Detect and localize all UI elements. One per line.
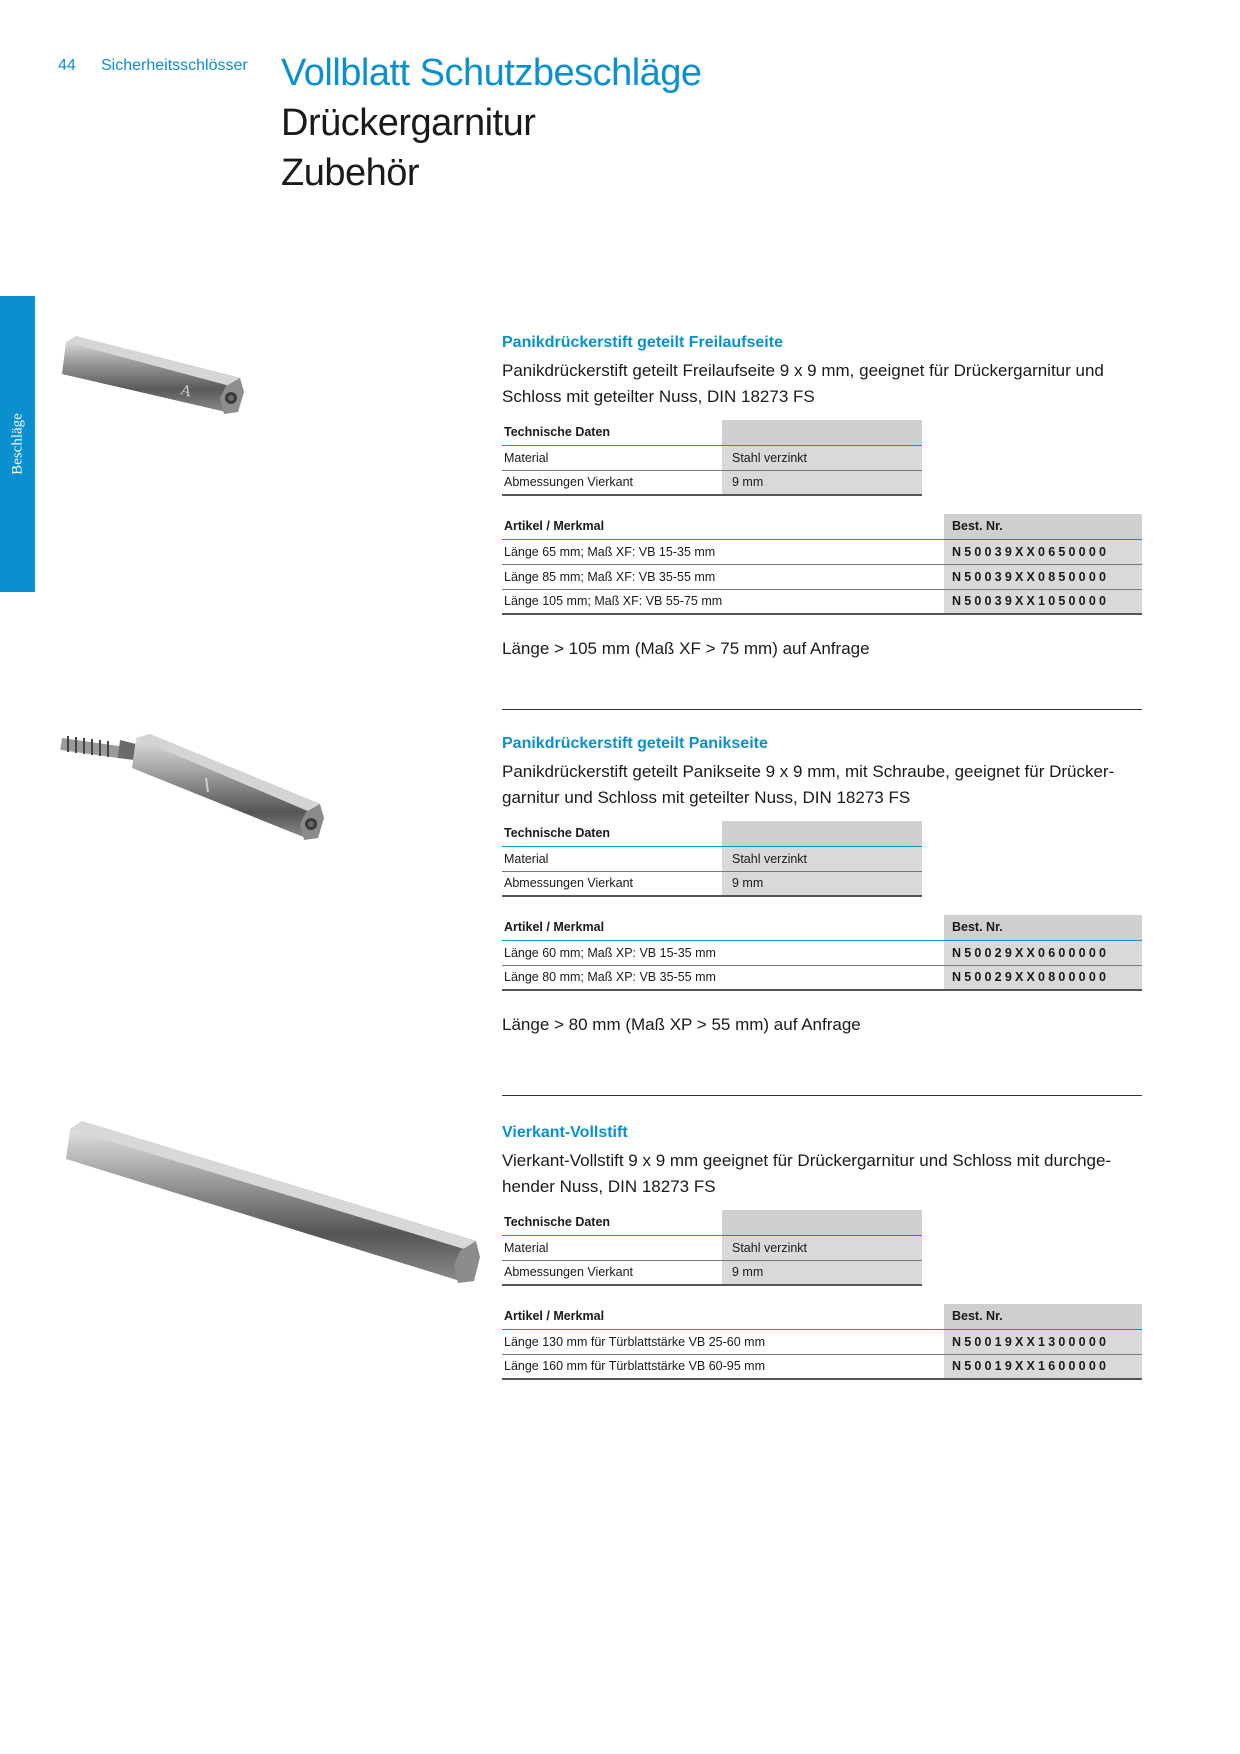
availability-note: Länge > 80 mm (Maß XP > 55 mm) auf Anfra… [502,1015,861,1034]
tech-value: 9 mm [722,470,922,496]
product-title: Panikdrückerstift geteilt Panikseite [502,735,768,752]
article-code[interactable]: N50019XX1600000 [944,1354,1142,1380]
article-code[interactable]: N50039XX1050000 [944,589,1142,615]
table-row: Länge 105 mm; Maß XF: VB 55-75 mm N50039… [502,589,1142,615]
tech-label: Material [502,846,722,872]
article-header-right: Best. Nr. [944,1304,1142,1330]
article-label: Länge 60 mm; Maß XP: VB 15-35 mm [502,940,944,966]
side-tab[interactable]: Beschläge [0,296,35,592]
tech-header: Technische Daten [502,1210,722,1236]
page-subtitle-2: Zubehör [281,152,420,194]
section-divider [502,709,1142,710]
tech-value: Stahl verzinkt [722,1235,922,1261]
product-section-freilaufseite: Panikdrückerstift geteilt Freilaufseite … [502,332,1142,659]
tech-data-table: Technische Daten Material Stahl verzinkt… [502,420,922,496]
product-image-freilaufseite: A [62,336,244,414]
article-code[interactable]: N50029XX0800000 [944,965,1142,991]
tech-label: Abmessungen Vierkant [502,470,722,496]
product-description: Vierkant-Vollstift 9 x 9 mm geeignet für… [502,1151,1112,1196]
product-section-vierkant-vollstift: Vierkant-Vollstift Vierkant-Vollstift 9 … [502,1122,1142,1380]
tech-header: Technische Daten [502,420,722,446]
svg-text:A: A [178,382,194,400]
product-description: Panikdrückerstift geteilt Panikseite 9 x… [502,762,1115,807]
article-code[interactable]: N50039XX0850000 [944,564,1142,590]
tech-label: Abmessungen Vierkant [502,1260,722,1286]
table-row: Länge 80 mm; Maß XP: VB 35-55 mm N50029X… [502,965,1142,991]
tech-data-table: Technische Daten Material Stahl verzinkt… [502,821,922,897]
table-row: Länge 65 mm; Maß XF: VB 15-35 mm N50039X… [502,539,1142,565]
product-section-panikseite: Panikdrückerstift geteilt Panikseite Pan… [502,733,1142,1035]
product-image-panikseite [60,734,324,840]
article-table: Artikel / Merkmal Best. Nr. Länge 60 mm;… [502,915,1142,991]
article-header-left: Artikel / Merkmal [502,915,944,941]
product-description: Panikdrückerstift geteilt Freilaufseite … [502,361,1104,406]
product-title: Panikdrückerstift geteilt Freilaufseite [502,334,783,351]
tech-value: Stahl verzinkt [722,445,922,471]
article-header-right: Best. Nr. [944,915,1142,941]
article-header-left: Artikel / Merkmal [502,514,944,540]
article-table: Artikel / Merkmal Best. Nr. Länge 130 mm… [502,1304,1142,1380]
article-label: Länge 85 mm; Maß XF: VB 35-55 mm [502,564,944,590]
section-divider [502,1095,1142,1096]
product-title: Vierkant-Vollstift [502,1124,628,1141]
tech-header: Technische Daten [502,821,722,847]
tech-value: 9 mm [722,871,922,897]
article-label: Länge 130 mm für Türblattstärke VB 25-60… [502,1329,944,1355]
article-label: Länge 160 mm für Türblattstärke VB 60-95… [502,1354,944,1380]
tech-value: Stahl verzinkt [722,846,922,872]
article-header-left: Artikel / Merkmal [502,1304,944,1330]
tech-value: 9 mm [722,1260,922,1286]
article-label: Länge 105 mm; Maß XF: VB 55-75 mm [502,589,944,615]
article-label: Länge 65 mm; Maß XF: VB 15-35 mm [502,539,944,565]
article-code[interactable]: N50029XX0600000 [944,940,1142,966]
tech-label: Material [502,445,722,471]
tech-label: Material [502,1235,722,1261]
side-tab-label: Beschläge [9,413,25,475]
page-title: Vollblatt Schutzbeschläge [281,52,702,94]
tech-data-table: Technische Daten Material Stahl verzinkt… [502,1210,922,1286]
tech-label: Abmessungen Vierkant [502,871,722,897]
section-name: Sicherheitsschlösser [101,57,248,74]
article-label: Länge 80 mm; Maß XP: VB 35-55 mm [502,965,944,991]
page-subtitle-1: Drückergarnitur [281,102,536,144]
table-row: Länge 60 mm; Maß XP: VB 15-35 mm N50029X… [502,940,1142,966]
table-row: Länge 130 mm für Türblattstärke VB 25-60… [502,1329,1142,1355]
table-row: Länge 160 mm für Türblattstärke VB 60-95… [502,1354,1142,1380]
article-code[interactable]: N50039XX0650000 [944,539,1142,565]
article-header-right: Best. Nr. [944,514,1142,540]
table-row: Länge 85 mm; Maß XF: VB 35-55 mm N50039X… [502,564,1142,590]
product-image-vierkant-vollstift [66,1121,480,1283]
article-table: Artikel / Merkmal Best. Nr. Länge 65 mm;… [502,514,1142,615]
page-number: 44 [58,57,76,74]
article-code[interactable]: N50019XX1300000 [944,1329,1142,1355]
availability-note: Länge > 105 mm (Maß XF > 75 mm) auf Anfr… [502,639,870,658]
